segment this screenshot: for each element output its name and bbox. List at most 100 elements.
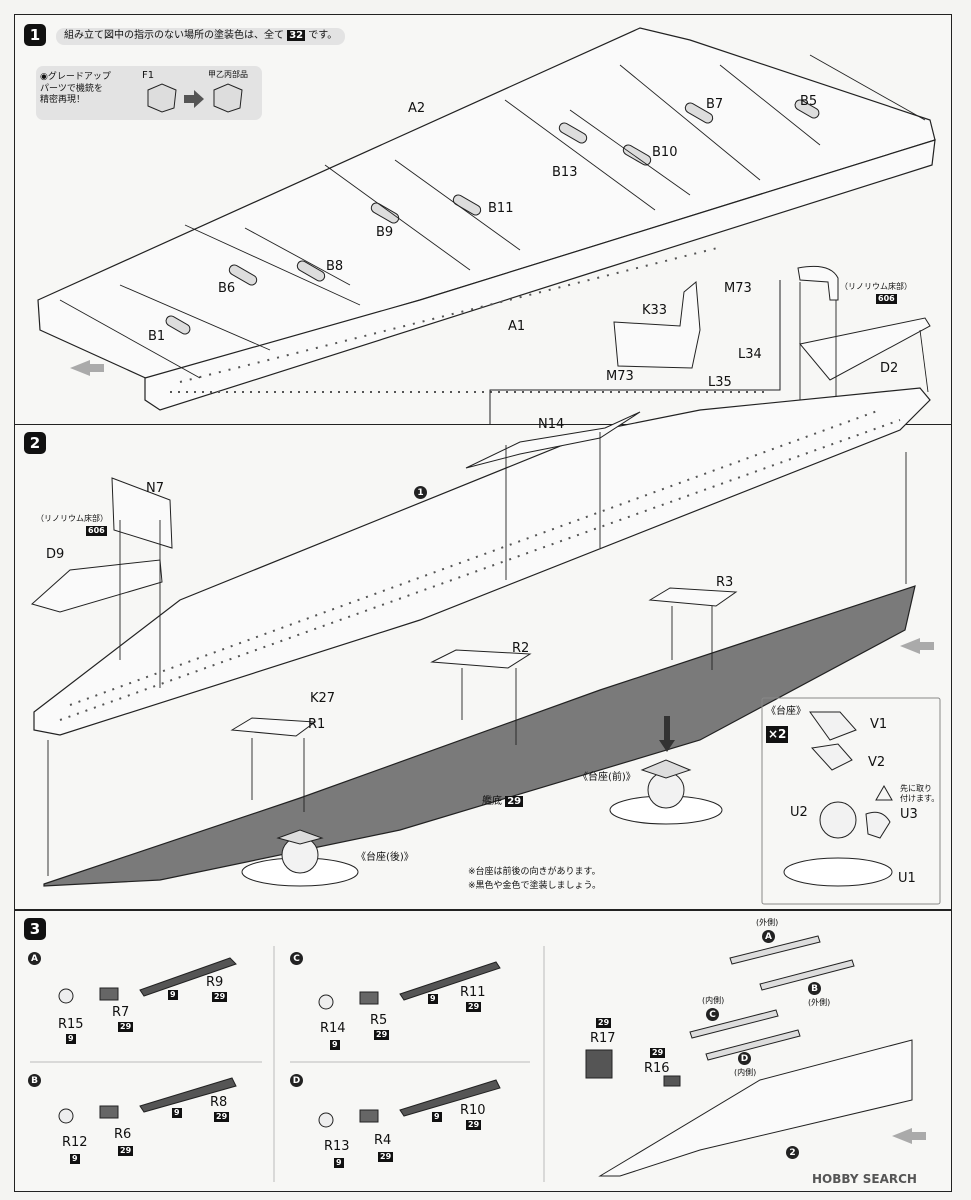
part-label-r16: R16 [644,1061,670,1076]
upgrade-to-label: 甲乙丙部品 [208,70,248,79]
group-b-marker: B [28,1074,41,1087]
k33-part [613,281,701,369]
d2-part [797,265,931,381]
stand-box [761,697,941,905]
stand-box-parts [783,711,893,887]
step1-instruction: 組み立て図中の指示のない場所の塗装色は、全て 32 です。 [56,28,346,45]
part-label-k27: K27 [310,691,336,706]
color-r11-shaft: 9 [428,994,438,1004]
part-label-b8: B8 [326,259,344,274]
step2-number: 2 [24,432,46,454]
direction-arrow-icon-2 [900,638,934,654]
part-label-r17: R17 [590,1031,616,1046]
color-r10: 29 [466,1120,482,1130]
part-label-n7: N7 [146,481,164,496]
hull-a1-outline [144,139,936,411]
r2-plate [430,649,532,669]
part-label-b13: B13 [552,165,578,180]
part-label-b1: B1 [148,329,166,344]
inset-divider [489,280,781,425]
part-label-b9: B9 [376,225,394,240]
color-r17: 29 [596,1018,612,1028]
install-deck [598,1039,913,1177]
part-label-r12: R12 [62,1135,88,1150]
linoleum-label-1: （リノリウム床部） [840,282,912,291]
upgrade-part-icon [147,83,243,113]
linoleum-color-badge-2: 606 [86,526,107,536]
color-r8-shaft: 9 [172,1108,182,1118]
stand-box-title: 《台座》 [766,706,806,717]
part-label-r3: R3 [716,575,734,590]
color-r11: 29 [466,1002,482,1012]
stand-arrow-icon [659,716,675,752]
install-cranes [689,935,855,1061]
watermark-text: HOBBY SEARCH [812,1172,917,1186]
r17-part [585,1049,613,1079]
direction-arrow-icon [70,360,104,376]
stand-box-count: ×2 [766,726,789,743]
part-label-r15: R15 [58,1017,84,1032]
upgrade-note: ◉グレードアップ パーツで機銃を 精密再現！ [40,72,111,106]
color-r8: 29 [214,1112,230,1122]
group-d-marker: D [290,1074,303,1087]
step2-reference: 2 [786,1146,799,1159]
hull-label: 艦底 29 [482,796,524,807]
part-label-n14: N14 [538,417,565,432]
step2-guide-lines [47,432,907,876]
install-marker-a: A [762,930,775,943]
linoleum-label-2: （リノリウム床部） [36,514,108,523]
step3-number: 3 [24,918,46,940]
part-label-r2: R2 [512,641,530,656]
part-label-l34: L34 [738,347,762,362]
part-label-k33: K33 [642,303,668,318]
color-r6: 29 [118,1146,134,1156]
d9-part [30,559,163,613]
pillar-parts [165,99,820,335]
warning-icon [875,784,893,801]
part-label-r6: R6 [114,1127,132,1142]
install-outer-label-a: (外側) [756,918,779,927]
step1-reference: 1 [414,486,427,499]
install-marker-c: C [706,1008,719,1021]
part-label-r14: R14 [320,1021,346,1036]
install-marker-d: D [738,1052,751,1065]
color-r4: 29 [378,1152,394,1162]
part-label-r7: R7 [112,1005,130,1020]
part-label-r10: R10 [460,1103,486,1118]
color-r16: 29 [650,1048,666,1058]
part-label-a2: A2 [408,101,426,116]
color-r9-shaft: 9 [168,990,178,1000]
install-inner-label-d: (内側) [734,1068,757,1077]
part-label-d2: D2 [880,361,899,376]
color-r13: 9 [334,1158,344,1168]
porthole-dots [170,245,770,393]
color-r15: 9 [66,1034,76,1044]
install-inner-label-c: (内側) [702,996,725,1005]
part-label-b10: B10 [652,145,678,160]
part-label-r11: R11 [460,985,486,1000]
stand-note-1: ※台座は前後の向きがあります。 [468,867,601,877]
color-r10-shaft: 9 [432,1112,442,1122]
part-label-v2: V2 [868,755,886,770]
part-label-r4: R4 [374,1133,392,1148]
part-label-v1: V1 [870,717,888,732]
part-label-u3: U3 [900,807,918,822]
part-label-u2: U2 [790,805,808,820]
linoleum-color-badge-1: 606 [876,294,897,304]
part-label-b11: B11 [488,201,514,216]
color-r14: 9 [330,1040,340,1050]
part-label-b6: B6 [218,281,236,296]
crane-assembly-a [58,957,237,1004]
n14-plate [465,411,641,469]
part-label-b7: B7 [706,97,724,112]
direction-arrow-icon-3 [892,1128,926,1144]
part-label-r13: R13 [324,1139,350,1154]
r16-part [663,1075,681,1087]
watermark-logo: HOBBY SEARCH [812,1172,917,1187]
group-a-marker: A [28,952,41,965]
color-r9: 29 [212,992,228,1002]
crane-assembly-d [318,1079,501,1128]
color-r5: 29 [374,1030,390,1040]
